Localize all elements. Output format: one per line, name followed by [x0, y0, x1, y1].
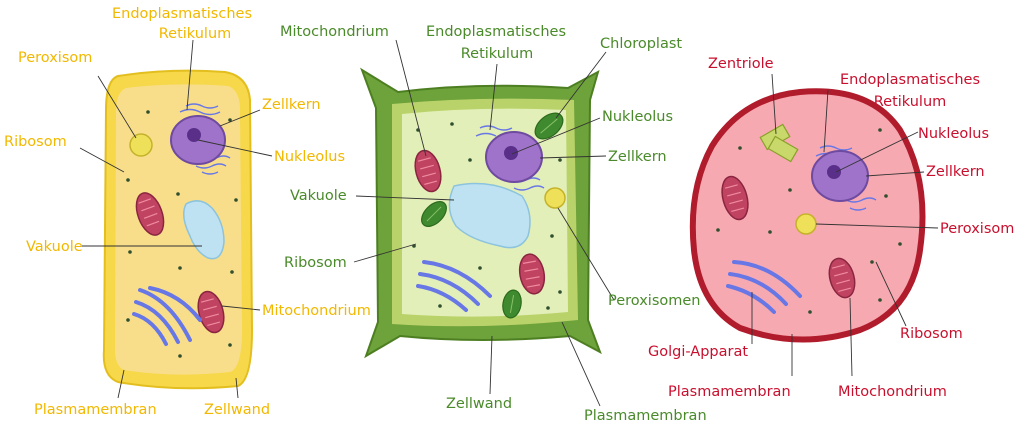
cell-2-chloroplast-c [502, 289, 522, 319]
cell2-label-vakuole: Vakuole [290, 188, 347, 204]
cell3-label-mitochondrium: Mitochondrium [838, 384, 947, 400]
cell2-label-zellkern: Zellkern [608, 149, 667, 165]
cell-1-labels: Endoplasmatisches Retikulum Peroxisom Ri… [4, 6, 371, 418]
cell-1-nucleolus [187, 128, 201, 142]
cell1-label-nukleolus: Nukleolus [274, 149, 345, 165]
cell-2-vacuole [448, 182, 531, 249]
cell-1-leader-lines [79, 39, 273, 399]
cell-2-chloroplast-b [421, 201, 447, 227]
cell3-label-nukleolus: Nukleolus [918, 126, 989, 142]
cell1-label-zellkern: Zellkern [262, 97, 321, 113]
cell1-label-mitochondrium: Mitochondrium [262, 303, 371, 319]
cell1-label-vakuole: Vakuole [26, 239, 83, 255]
cell-1-vacuole [183, 200, 225, 260]
cell1-label-zellwand: Zellwand [204, 402, 270, 418]
cell3-label-plasmamembran: Plasmamembran [668, 384, 791, 400]
cell2-label-er-line1: Endoplasmatisches [426, 24, 566, 40]
cell-3-nucleus [811, 150, 869, 202]
cell-1-mitochondrion-a [135, 192, 165, 236]
cell-3-leader-lines [751, 73, 939, 377]
cell-2-nucleolus [504, 146, 518, 160]
cell-1-ribosomes [126, 110, 238, 358]
cell-1-mitochondrion-b [197, 290, 225, 334]
cell-2-leader-lines [353, 39, 615, 407]
cell-3-ribosomes [716, 128, 902, 314]
cell3-label-er-line2: Retikulum [874, 94, 947, 110]
cell-2-labels: Mitochondrium Endoplasmatisches Retikulu… [280, 24, 707, 424]
cell-3 [689, 88, 926, 343]
cell1-label-peroxisom: Peroxisom [18, 50, 92, 66]
cell3-label-er-line1: Endoplasmatisches [840, 72, 980, 88]
cell-3-nucleolus [827, 165, 841, 179]
cell1-label-er-line2: Retikulum [159, 26, 232, 42]
cell-3-labels: Zentriole Endoplasmatisches Retikulum Nu… [648, 56, 1014, 400]
cell-3-mitochondrion-a [721, 175, 749, 221]
cell3-label-peroxisom: Peroxisom [940, 221, 1014, 237]
cell3-label-zentriole: Zentriole [708, 56, 774, 72]
cell-2-golgi [416, 260, 492, 312]
cell-3-centrioles [759, 123, 799, 163]
cell3-label-golgi: Golgi-Apparat [648, 344, 748, 360]
cell1-label-plasmamembran: Plasmamembran [34, 402, 157, 418]
cell1-label-er-line1: Endoplasmatisches [112, 6, 252, 22]
cell3-label-ribosom: Ribosom [900, 326, 963, 342]
cell3-label-zellkern: Zellkern [926, 164, 985, 180]
cell2-label-ribosom: Ribosom [284, 255, 347, 271]
cell-2-chloroplast-a [534, 112, 564, 140]
cell-1-golgi [132, 286, 202, 346]
cell2-label-nukleolus: Nukleolus [602, 109, 673, 125]
cell-1-peroxisome [129, 133, 153, 157]
cell-3-golgi [726, 260, 802, 314]
cell-2-mitochondrion-b [518, 253, 546, 295]
cell2-label-peroxisomen: Peroxisomen [608, 293, 701, 309]
cell-2 [360, 67, 602, 359]
cell-3-mitochondrion-b [828, 257, 856, 299]
cell-2-mitochondrion-a [414, 149, 442, 193]
cell2-label-chloroplast: Chloroplast [600, 36, 682, 52]
cell2-label-plasmamembran: Plasmamembran [584, 408, 707, 424]
cell-2-peroxisome [544, 187, 566, 209]
cell2-label-zellwand: Zellwand [446, 396, 512, 412]
cell-1 [102, 69, 254, 390]
cell2-label-er-line2: Retikulum [461, 46, 534, 62]
cell1-label-ribosom: Ribosom [4, 134, 67, 150]
cell-3-peroxisome [795, 213, 817, 235]
cell2-label-mitochondrium: Mitochondrium [280, 24, 389, 40]
